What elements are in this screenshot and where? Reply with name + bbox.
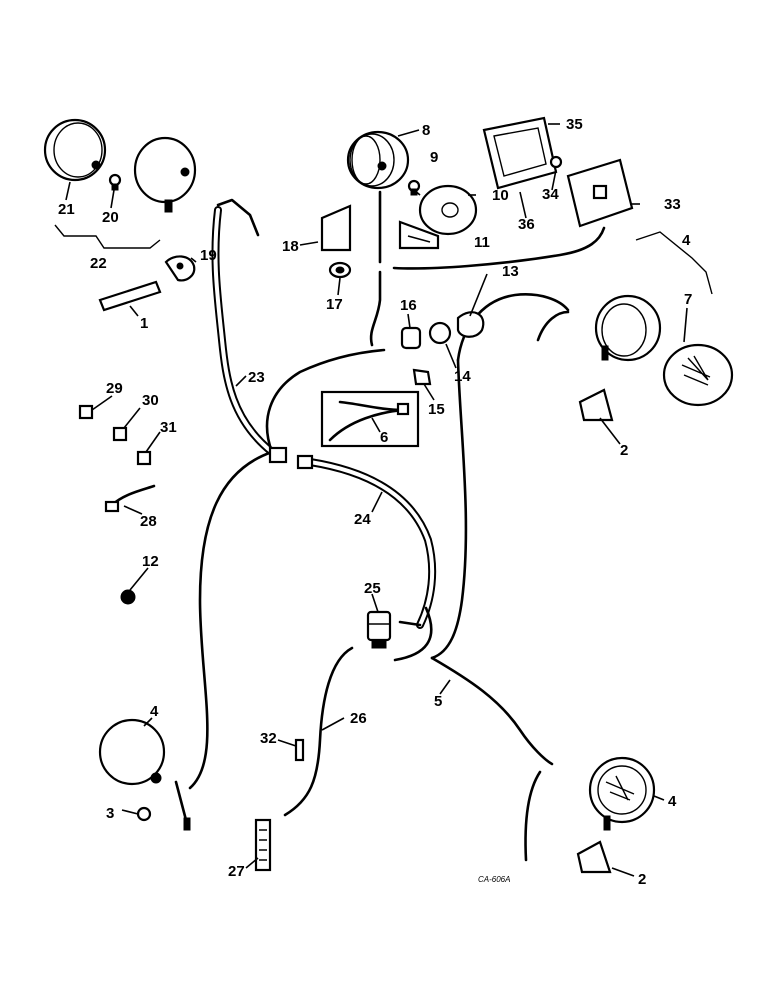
- callout-32: 32: [260, 730, 277, 747]
- callout-2-upper: 2: [620, 442, 628, 459]
- grommet-17: [328, 261, 352, 279]
- callout-15: 15: [428, 401, 445, 418]
- grommet-12: [120, 589, 136, 605]
- callout-34: 34: [542, 186, 559, 203]
- callout-10: 10: [492, 187, 509, 204]
- callout-7: 7: [684, 291, 692, 308]
- screw-34: [549, 155, 563, 169]
- callout-27: 27: [228, 863, 245, 880]
- callout-21: 21: [58, 201, 75, 218]
- bracket-2-lower: [576, 840, 612, 874]
- callout-33: 33: [664, 196, 681, 213]
- callout-6: 6: [380, 429, 388, 446]
- tube-1: [98, 280, 162, 312]
- callout-4-left: 4: [150, 703, 159, 720]
- lamp-8: [346, 130, 410, 190]
- clip-29: [78, 404, 94, 420]
- callout-23: 23: [248, 369, 265, 386]
- callout-14: 14: [454, 368, 471, 385]
- clip-31: [136, 450, 152, 466]
- harness-5: [430, 293, 570, 862]
- clip-30: [112, 426, 128, 442]
- callout-25: 25: [364, 580, 381, 597]
- callout-35: 35: [566, 116, 583, 133]
- bracket-lines-22: [54, 224, 161, 249]
- callout-1: 1: [140, 315, 148, 332]
- bracket-18: [320, 204, 352, 252]
- bracket-lines-4: [635, 231, 713, 295]
- callout-28: 28: [140, 513, 157, 530]
- harness-23: [211, 198, 386, 456]
- lens-10: [418, 184, 478, 236]
- bracket-2-upper: [578, 388, 614, 422]
- nut-3: [136, 806, 152, 822]
- connector-19: [164, 255, 196, 282]
- fuse-32: [294, 738, 305, 762]
- callout-17: 17: [326, 296, 343, 313]
- gasket-35: [482, 116, 558, 190]
- callout-16: 16: [400, 297, 417, 314]
- connector-block-harness: [268, 446, 314, 470]
- harness-24: [306, 458, 437, 662]
- harness-left-lamp-lead: [188, 450, 274, 790]
- lamp-21: [43, 118, 107, 182]
- callout-11: 11: [474, 234, 490, 251]
- callout-18: 18: [282, 238, 299, 255]
- lamp-housing-top-left: [133, 136, 197, 213]
- callout-29: 29: [106, 380, 123, 397]
- callout-12: 12: [142, 553, 159, 570]
- plug-15: [412, 368, 432, 386]
- leader-lines: [65, 123, 688, 877]
- bolt-20: [108, 173, 122, 191]
- callout-5: 5: [434, 693, 442, 710]
- callout-30: 30: [142, 392, 159, 409]
- callout-36: 36: [518, 216, 535, 233]
- lamp-4-left: [98, 718, 191, 831]
- callout-3: 3: [106, 805, 114, 822]
- harness-top: [369, 190, 606, 347]
- callout-19: 19: [200, 247, 217, 264]
- socket-14: [428, 321, 452, 345]
- callout-4-right: 4: [668, 793, 677, 810]
- callout-2-lower: 2: [638, 871, 646, 888]
- connector-28: [104, 484, 156, 513]
- callout-31: 31: [160, 419, 177, 436]
- flasher-33: [566, 158, 634, 228]
- callout-22: 22: [90, 255, 107, 272]
- callout-26: 26: [350, 710, 367, 727]
- callout-24: 24: [354, 511, 371, 528]
- switch-25: [366, 610, 392, 649]
- lamp-4-right: [588, 756, 656, 831]
- connector-16: [400, 326, 422, 350]
- callout-4-top: 4: [682, 232, 691, 249]
- callout-9: 9: [430, 149, 438, 166]
- harness-26: [283, 646, 354, 817]
- callout-8: 8: [422, 122, 430, 139]
- lamp-7: [594, 294, 734, 407]
- callout-labels: 21 20 22 19 1 18 17 11 9 10 8 35 36 34 3…: [58, 116, 692, 888]
- harness-detail-6: [320, 390, 420, 448]
- drawing-code: CA-606A: [478, 875, 510, 884]
- fuse-block-27: [254, 818, 272, 872]
- callout-20: 20: [102, 209, 119, 226]
- callout-13: 13: [502, 263, 519, 280]
